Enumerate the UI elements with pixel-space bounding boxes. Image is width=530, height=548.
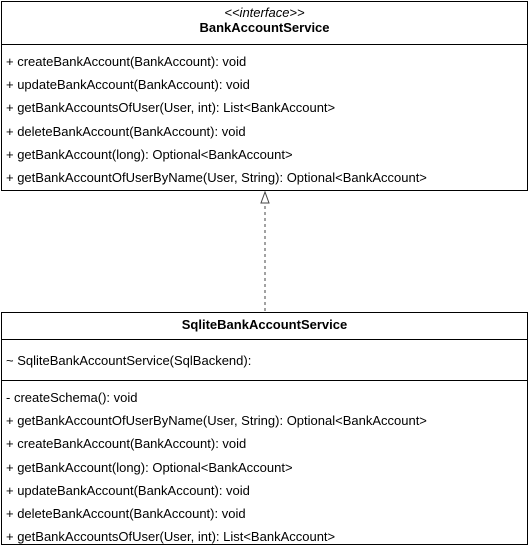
interface-class-name: BankAccountService [199,20,330,35]
implementation-class-name: SqliteBankAccountService [181,317,348,332]
implementation-class-header: SqliteBankAccountService [2,313,527,340]
interface-method: + getBankAccount(long): Optional<BankAcc… [6,146,293,162]
implementation-method: + updateBankAccount(BankAccount): void [6,482,250,498]
interface-method: + deleteBankAccount(BankAccount): void [6,123,246,139]
implementation-method: + getBankAccount(long): Optional<BankAcc… [6,459,293,475]
interface-method: + createBankAccount(BankAccount): void [6,54,247,69]
implementation-method: + getBankAccountsOfUser(User, int): List… [6,529,336,545]
interface-class-box[interactable]: <<interface>> BankAccountService + creat… [1,1,528,191]
implementation-method: + getBankAccountOfUserByName(User, Strin… [6,413,427,429]
interface-methods-section: + createBankAccount(BankAccount): void +… [2,45,527,189]
implementation-method: + deleteBankAccount(BankAccount): void [6,506,246,522]
implementation-constructor: ~ SqliteBankAccountService(SqlBackend): [6,353,252,368]
interface-method: + getBankAccountOfUserByName(User, Strin… [6,170,427,186]
interface-stereotype: <<interface>> [224,5,305,20]
interface-method: + updateBankAccount(BankAccount): void [6,77,250,93]
realization-arrowhead-icon [260,190,270,204]
implementation-method: - createSchema(): void [6,390,138,405]
interface-class-header: <<interface>> BankAccountService [2,2,527,45]
implementation-class-box[interactable]: SqliteBankAccountService ~ SqliteBankAcc… [1,312,528,545]
implementation-method: + createBankAccount(BankAccount): void [6,436,247,452]
interface-method: + getBankAccountsOfUser(User, int): List… [6,100,336,116]
implementation-methods-section: - createSchema(): void + getBankAccountO… [2,381,527,548]
implementation-constructors-section: ~ SqliteBankAccountService(SqlBackend): [2,340,527,381]
